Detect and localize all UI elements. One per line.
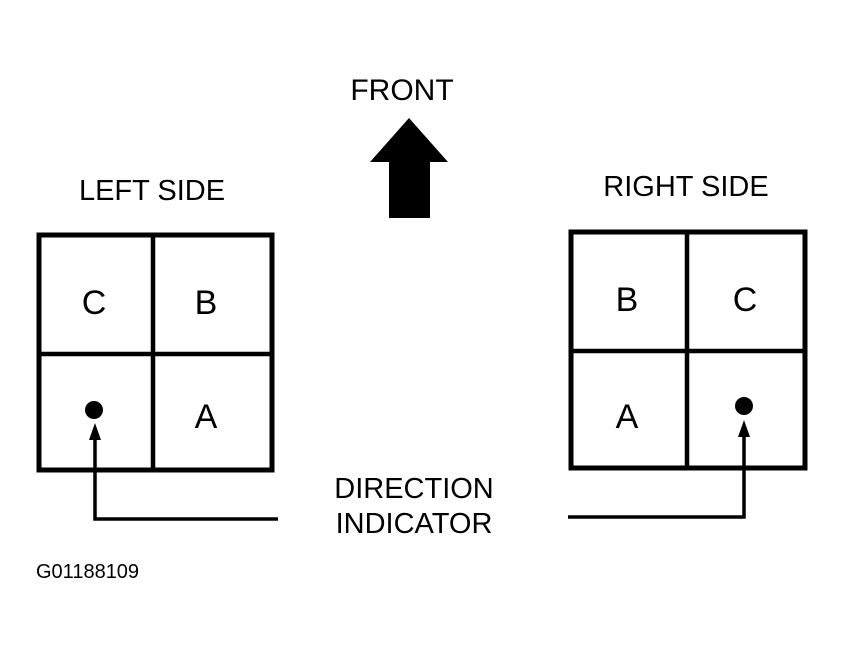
right-direction-dot-icon bbox=[735, 397, 753, 415]
right-leader-line bbox=[568, 433, 746, 519]
right-side-label: RIGHT SIDE bbox=[603, 171, 768, 203]
direction-indicator-label-line1: DIRECTION bbox=[334, 473, 494, 505]
figure-id: G01188109 bbox=[36, 561, 139, 583]
left-direction-dot-icon bbox=[85, 401, 103, 419]
right-grid-cell-b: B bbox=[616, 281, 639, 319]
front-label: FRONT bbox=[350, 74, 453, 107]
left-grid-cell-b: B bbox=[195, 284, 218, 322]
right-grid-cell-a: A bbox=[616, 398, 639, 436]
right-side-grid bbox=[568, 229, 808, 471]
left-grid-cell-c: C bbox=[82, 284, 107, 322]
left-side-label: LEFT SIDE bbox=[79, 175, 225, 207]
front-arrow-icon bbox=[370, 118, 448, 218]
left-leader-arrowhead-icon bbox=[89, 423, 101, 440]
direction-indicator-label-line2: INDICATOR bbox=[336, 508, 493, 540]
right-leader-arrowhead-icon bbox=[738, 420, 750, 437]
right-grid-cell-c: C bbox=[733, 281, 758, 319]
left-side-grid bbox=[36, 232, 275, 473]
left-grid-cell-a: A bbox=[195, 398, 218, 436]
left-leader-line bbox=[93, 436, 278, 521]
